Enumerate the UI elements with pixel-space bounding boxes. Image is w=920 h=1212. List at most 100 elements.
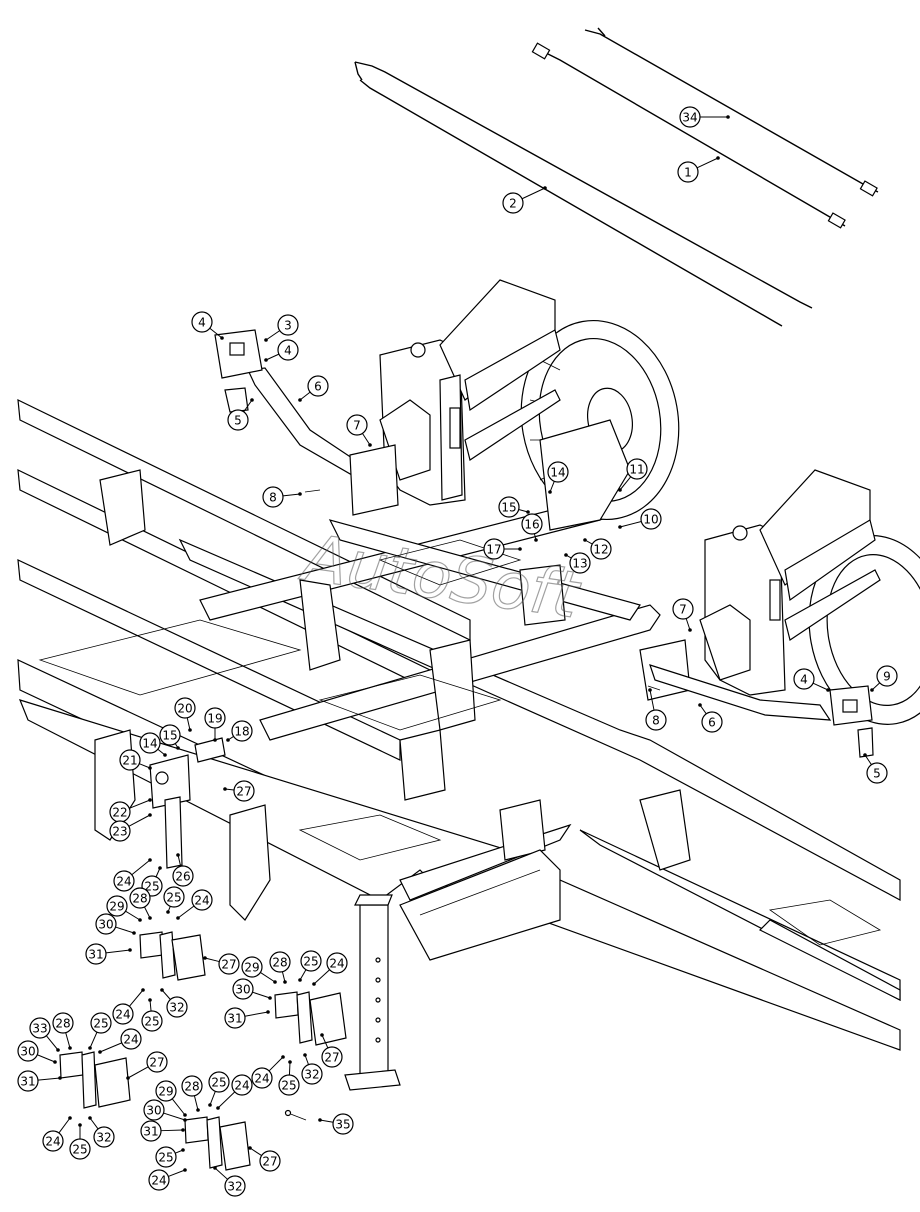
callout-leader-tip <box>183 1118 187 1122</box>
callout-leader-line <box>268 1056 284 1072</box>
callout-leader-tip <box>281 1055 285 1059</box>
callout-5: 5 <box>227 398 254 431</box>
callout-circle <box>269 951 291 973</box>
callout-number: 15 <box>501 501 516 515</box>
callout-leader-line <box>282 493 301 497</box>
callout-circle <box>166 996 188 1018</box>
callout-leader-line <box>812 682 829 691</box>
callout-leader-tip <box>298 398 302 402</box>
callout-leader-line <box>619 476 632 491</box>
callout-number: 28 <box>184 1080 199 1094</box>
callout-leader-tip <box>288 1060 292 1064</box>
callout-circle <box>52 1012 74 1034</box>
callout-circle <box>346 414 368 436</box>
callout-circle <box>483 538 505 560</box>
callout-leader-tip <box>268 996 272 1000</box>
callout-24: 24 <box>312 952 348 986</box>
callout-number: 25 <box>281 1079 296 1093</box>
callout-circle <box>233 780 255 802</box>
callout-circle <box>159 724 181 746</box>
callout-leader-tip <box>248 1146 252 1150</box>
right-wheel-assembly <box>699 469 920 725</box>
callout-number: 5 <box>873 767 881 781</box>
callout-circle <box>139 732 161 754</box>
callout-27: 27 <box>223 780 255 802</box>
callout-circle <box>672 598 694 620</box>
callout-leader-tip <box>543 186 547 190</box>
callout-leader-tip <box>266 1010 270 1014</box>
callout-leader-tip <box>318 1118 322 1122</box>
callout-leader-line <box>129 989 144 1007</box>
callout-leader-tip <box>226 738 230 742</box>
callout-circle <box>640 508 662 530</box>
callout-circle <box>29 1017 51 1039</box>
callout-leader-line <box>131 859 151 876</box>
callout-6: 6 <box>298 375 329 402</box>
callout-leader-line <box>696 157 719 169</box>
callout-leader-line <box>244 1011 269 1017</box>
callout-leader-line <box>127 1066 149 1079</box>
callout-circle <box>590 538 612 560</box>
callout-circle <box>172 865 194 887</box>
callout-leader-tip <box>132 931 136 935</box>
callout-number: 25 <box>144 880 159 894</box>
callout-25: 25 <box>163 886 185 914</box>
callout-leader-tip <box>698 703 702 707</box>
callout-number: 35 <box>335 1118 350 1132</box>
callout-leader-tip <box>223 787 227 791</box>
callout-number: 23 <box>112 825 127 839</box>
callout-number: 10 <box>643 513 658 527</box>
callout-leader-line <box>144 906 151 919</box>
callout-number: 4 <box>800 673 808 687</box>
callout-circle <box>626 458 648 480</box>
callout-number: 27 <box>221 958 236 972</box>
callout-leader-tip <box>181 1128 185 1132</box>
callout-33: 33 <box>29 1017 60 1052</box>
callout-number: 6 <box>708 716 716 730</box>
callout-leader-tip <box>618 488 622 492</box>
callout-number: 2 <box>509 197 517 211</box>
callout-25: 25 <box>155 1146 185 1168</box>
callout-number: 24 <box>254 1072 269 1086</box>
callout-leader-line <box>193 1095 199 1111</box>
callout-leader-line <box>89 1117 99 1130</box>
callout-leader-tip <box>176 916 180 920</box>
callout-circle <box>498 496 520 518</box>
callout-number: 32 <box>169 1001 184 1015</box>
callout-leader-tip <box>688 628 692 632</box>
callout-leader-line <box>177 905 195 919</box>
callout-number: 18 <box>234 725 249 739</box>
callout-number: 27 <box>262 1155 277 1169</box>
callout-leader-tip <box>158 866 162 870</box>
callout-number: 15 <box>162 729 177 743</box>
callout-circle <box>106 895 128 917</box>
callout-number: 24 <box>151 1174 166 1188</box>
callout-circle <box>174 697 196 719</box>
callout-24: 24 <box>113 858 152 892</box>
callout-29: 29 <box>155 1080 187 1117</box>
callout-13: 13 <box>564 552 591 574</box>
callout-circle <box>42 1130 64 1152</box>
callout-circle <box>224 1175 246 1197</box>
callout-leader-line <box>699 704 707 715</box>
callout-circle <box>645 709 667 731</box>
callout-number: 11 <box>629 463 644 477</box>
callout-8: 8 <box>262 486 302 508</box>
callout-14: 14 <box>139 732 167 757</box>
callout-number: 16 <box>524 518 539 532</box>
callout-leader-tip <box>78 1123 82 1127</box>
callout-leader-line <box>649 689 655 711</box>
callout-circle <box>69 1138 91 1160</box>
callout-leader-tip <box>216 1106 220 1110</box>
callout-leader-line <box>58 1117 71 1134</box>
callout-circle <box>95 913 117 935</box>
callout-29: 29 <box>106 895 142 922</box>
callout-circle <box>113 870 135 892</box>
callout-number: 24 <box>234 1079 249 1093</box>
callout-number: 26 <box>175 870 190 884</box>
callout-leader-line <box>243 399 253 413</box>
callout-leader-tip <box>863 753 867 757</box>
callout-leader-line <box>209 1091 216 1106</box>
callout-number: 31 <box>143 1125 158 1139</box>
callout-leader-tip <box>176 746 180 750</box>
